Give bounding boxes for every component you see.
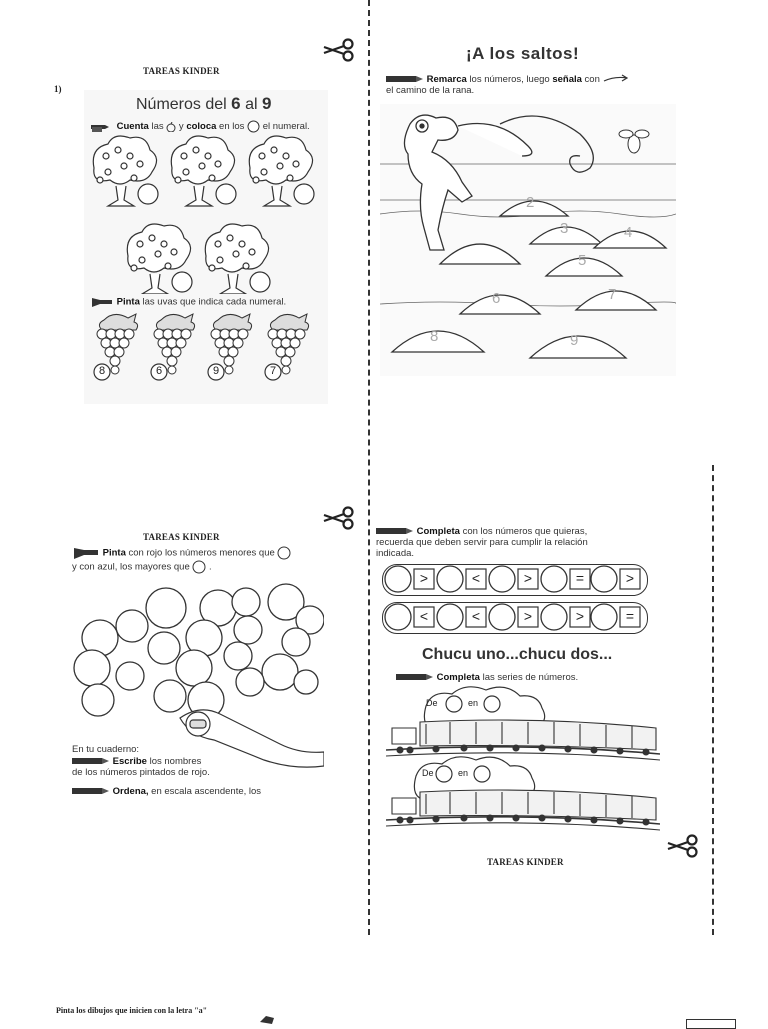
scissors-icon bbox=[323, 506, 354, 530]
circle-icon bbox=[277, 546, 291, 560]
rock-number-3: 3 bbox=[560, 220, 569, 237]
instruction-completa-relacion: Completa con los números que quieras, re… bbox=[376, 526, 588, 559]
apple-trees-illustration bbox=[92, 135, 315, 294]
cloud-de-label: De bbox=[422, 768, 434, 778]
instruction-completa-series: Completa las series de números. bbox=[396, 672, 578, 683]
frog-jumping-illustration: 2 3 4 5 6 7 8 9 bbox=[380, 104, 676, 376]
rock-number-2: 2 bbox=[526, 194, 535, 211]
header-tareas-kinder-2: TAREAS KINDER bbox=[143, 532, 220, 542]
relation-circles bbox=[384, 565, 641, 631]
grape-number-8: 8 bbox=[98, 365, 106, 377]
title-a-los-saltos: ¡A los saltos! bbox=[466, 44, 580, 63]
hand-icon bbox=[260, 1016, 274, 1024]
instruction-remarca: Remarca los números, luego señala con el… bbox=[386, 74, 686, 96]
cloud-en-label: en bbox=[468, 698, 479, 708]
worksheet-title: Números del 6 al 9 bbox=[136, 94, 272, 113]
relation-row-2 bbox=[382, 602, 648, 634]
relation-sign: > bbox=[419, 570, 429, 586]
relation-sign: < bbox=[419, 608, 429, 624]
arrow-icon bbox=[603, 74, 628, 83]
cuaderno-label: En tu cuaderno: bbox=[72, 744, 140, 755]
rock-number-9: 9 bbox=[570, 332, 579, 349]
relation-sign: < bbox=[471, 608, 481, 624]
grape-number-9: 9 bbox=[212, 365, 220, 377]
title-chucu: Chucu uno...chucu dos... bbox=[422, 646, 613, 663]
relation-sign: = bbox=[625, 608, 635, 624]
relation-sign: > bbox=[625, 570, 635, 586]
diver-drawing bbox=[179, 709, 324, 768]
cut-line-right bbox=[712, 465, 714, 935]
footer-instruction: Pinta los dibujos que inicien con la let… bbox=[56, 1006, 208, 1015]
rock-number-7: 7 bbox=[608, 286, 617, 303]
pencil-icon bbox=[396, 674, 433, 681]
pencil-icon bbox=[386, 76, 423, 83]
circle-icon bbox=[192, 560, 206, 574]
header-tareas-kinder-1: TAREAS KINDER bbox=[143, 66, 220, 76]
scissors-icon bbox=[323, 38, 354, 62]
item-number: 1) bbox=[54, 84, 62, 94]
relation-sign: > bbox=[523, 608, 533, 624]
scissors-icon bbox=[667, 834, 698, 858]
rock-number-5: 5 bbox=[578, 252, 587, 269]
circle-icon bbox=[247, 120, 260, 133]
grape-number-6: 6 bbox=[155, 365, 163, 377]
frog-drawing bbox=[403, 114, 533, 251]
instruction-pinta-uvas: Pinta las uvas que indica cada numeral. bbox=[90, 296, 286, 308]
bubbles-diver-illustration bbox=[73, 583, 324, 768]
relation-sign: > bbox=[575, 608, 585, 624]
grapes-illustration bbox=[96, 313, 310, 375]
pointing-hand-icon bbox=[91, 124, 109, 132]
relation-sign: < bbox=[471, 570, 481, 586]
rock-number-4: 4 bbox=[624, 224, 633, 241]
grape-number-circles bbox=[93, 363, 282, 381]
instruction-pinta-rojo-azul: Pinta con rojo los números menores que y… bbox=[72, 546, 332, 574]
hand-icon bbox=[92, 298, 112, 307]
cloud-de-label: De bbox=[426, 698, 438, 708]
pencil-icon bbox=[72, 758, 109, 765]
cut-line-center bbox=[368, 0, 370, 935]
rock-number-6: 6 bbox=[492, 290, 501, 307]
trains-illustration bbox=[386, 686, 660, 831]
instruction-cuenta: Cuenta las y coloca en los el numeral. bbox=[90, 120, 310, 133]
apple-tree bbox=[92, 135, 159, 207]
grape-number-7: 7 bbox=[269, 365, 277, 377]
pencil-icon bbox=[72, 788, 109, 795]
header-tareas-kinder-3: TAREAS KINDER bbox=[487, 857, 564, 867]
frog-scene bbox=[380, 114, 676, 359]
relation-sign: = bbox=[575, 570, 585, 586]
instruction-escribe: Escribe los nombres de los números pinta… bbox=[72, 756, 210, 778]
pencil-icon bbox=[376, 528, 413, 535]
rock-number-8: 8 bbox=[430, 328, 439, 345]
footer-box-edge bbox=[686, 1019, 736, 1029]
relation-row-1 bbox=[382, 564, 648, 596]
hand-icon bbox=[74, 548, 98, 559]
cloud-en-label: en bbox=[458, 768, 469, 778]
worksheet-numeros-6-al-9: Números del 6 al 9 Cuenta las y coloca e… bbox=[84, 90, 328, 404]
relation-sign: > bbox=[523, 570, 533, 586]
apple-icon bbox=[166, 121, 176, 132]
instruction-ordena: Ordena, en escala ascendente, los bbox=[72, 786, 302, 797]
